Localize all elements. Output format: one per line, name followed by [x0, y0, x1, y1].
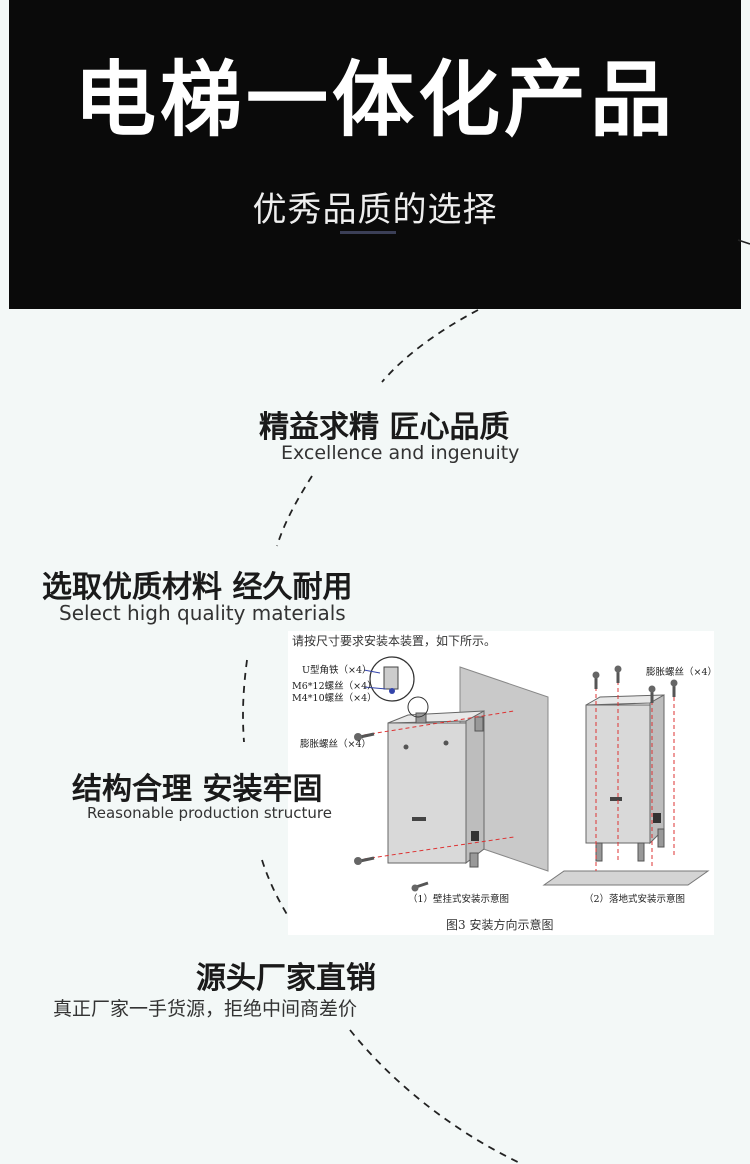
figure-caption: 图3 安装方向示意图 — [446, 917, 553, 932]
hero-banner: 电梯一体化产品 优秀品质的选择 — [9, 0, 741, 309]
feature-3-subtitle: Reasonable production structure — [87, 804, 332, 822]
feature-4-subtitle: 真正厂家一手货源，拒绝中间商差价 — [53, 998, 358, 1020]
caption-wall-mount: （1）壁挂式安装示意图 — [408, 893, 509, 905]
hero-divider — [340, 231, 396, 234]
screw-icon — [648, 685, 656, 703]
label-expansion-screw-right: 膨胀螺丝（×4） — [646, 666, 714, 678]
feature-3-title: 结构合理 安装牢固 — [72, 772, 323, 807]
screw-icon — [411, 881, 429, 892]
screw-icon — [670, 679, 678, 697]
screw-icon — [592, 671, 600, 689]
label-expansion-screw-left: 膨胀螺丝（×4） — [300, 738, 371, 750]
floor-mount-box — [585, 694, 665, 862]
feature-4-title: 源头厂家直销 — [196, 961, 376, 996]
hero-title: 电梯一体化产品 — [73, 53, 676, 148]
floor-slab — [542, 870, 710, 886]
label-m4-screw: M4*10螺丝（×4） — [292, 692, 377, 704]
wall-mount-box — [387, 710, 485, 868]
feature-2-title: 选取优质材料 经久耐用 — [42, 570, 353, 605]
installation-diagram: 请按尺寸要求安装本装置，如下所示。 — [288, 631, 717, 935]
feature-1-title: 精益求精 匠心品质 — [259, 410, 510, 445]
feature-1-subtitle: Excellence and ingenuity — [281, 442, 520, 464]
screw-icon — [354, 732, 375, 741]
detail-magnifier — [369, 656, 415, 702]
diagram-instruction: 请按尺寸要求安装本装置，如下所示。 — [292, 633, 496, 648]
label-m6-screw: M6*12螺丝（×4） — [292, 680, 377, 692]
feature-2-subtitle: Select high quality materials — [59, 601, 346, 625]
screw-icon — [614, 665, 622, 683]
caption-floor-mount: （2）落地式安装示意图 — [584, 893, 685, 905]
hero-subtitle: 优秀品质的选择 — [252, 190, 498, 230]
label-u-bracket: U型角铁（×4） — [302, 664, 372, 676]
screw-icon — [354, 856, 375, 865]
